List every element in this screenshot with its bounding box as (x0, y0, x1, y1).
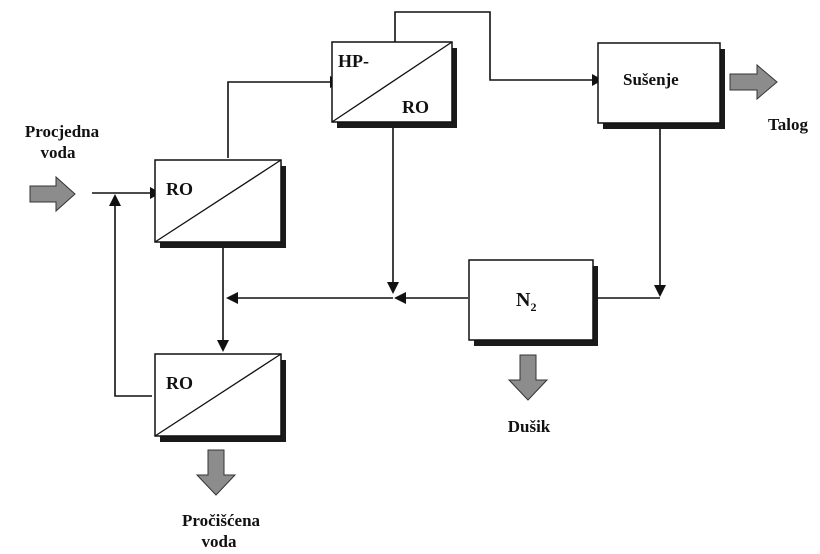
ro-box-second (154, 353, 286, 442)
hpro-to-drying-line (394, 11, 592, 81)
hpro-box (331, 41, 457, 128)
block-arrows (29, 63, 778, 496)
sludge-label: Talog (768, 115, 809, 134)
feed-label-line1: Procjedna (25, 122, 100, 141)
nitrogen-out-label: Dušik (508, 417, 551, 436)
membrane-diagonal (154, 159, 282, 243)
nitrogen-box (468, 259, 598, 346)
purified-label-line2: voda (202, 532, 237, 551)
recycle-line (114, 205, 152, 397)
ro-first-label: RO (166, 179, 193, 199)
arrowhead-left (226, 292, 238, 304)
membrane-diagonal (331, 41, 453, 123)
flow-lines (92, 11, 661, 397)
nitrogen-label: N2 (516, 289, 536, 314)
arrowhead-drying-down (654, 285, 666, 297)
feed-block-arrow (29, 175, 76, 213)
nitrogen-subscript: 2 (530, 300, 536, 314)
purified-block-arrow (195, 449, 237, 496)
ro-second-label: RO (166, 373, 193, 393)
feed-label-line2: voda (41, 143, 76, 162)
purified-label-line1: Pročišćena (182, 511, 261, 530)
membrane-diagonal (154, 353, 282, 437)
drying-box (597, 42, 725, 129)
arrowhead-into-ro2 (217, 340, 229, 352)
sludge-block-arrow (729, 63, 778, 101)
nitrogen-block-arrow (507, 354, 549, 401)
drying-label: Sušenje (623, 70, 679, 89)
arrowhead-into-junction (394, 292, 406, 304)
ro-box-first (154, 159, 286, 248)
arrowhead-recycle-up (109, 194, 121, 206)
nitrogen-main: N (516, 289, 531, 311)
hpro-label-top: HP- (338, 51, 369, 71)
hpro-label-bottom: RO (402, 97, 429, 117)
arrowhead-hpro-down (387, 282, 399, 294)
ro-to-hpro-line (227, 81, 330, 158)
